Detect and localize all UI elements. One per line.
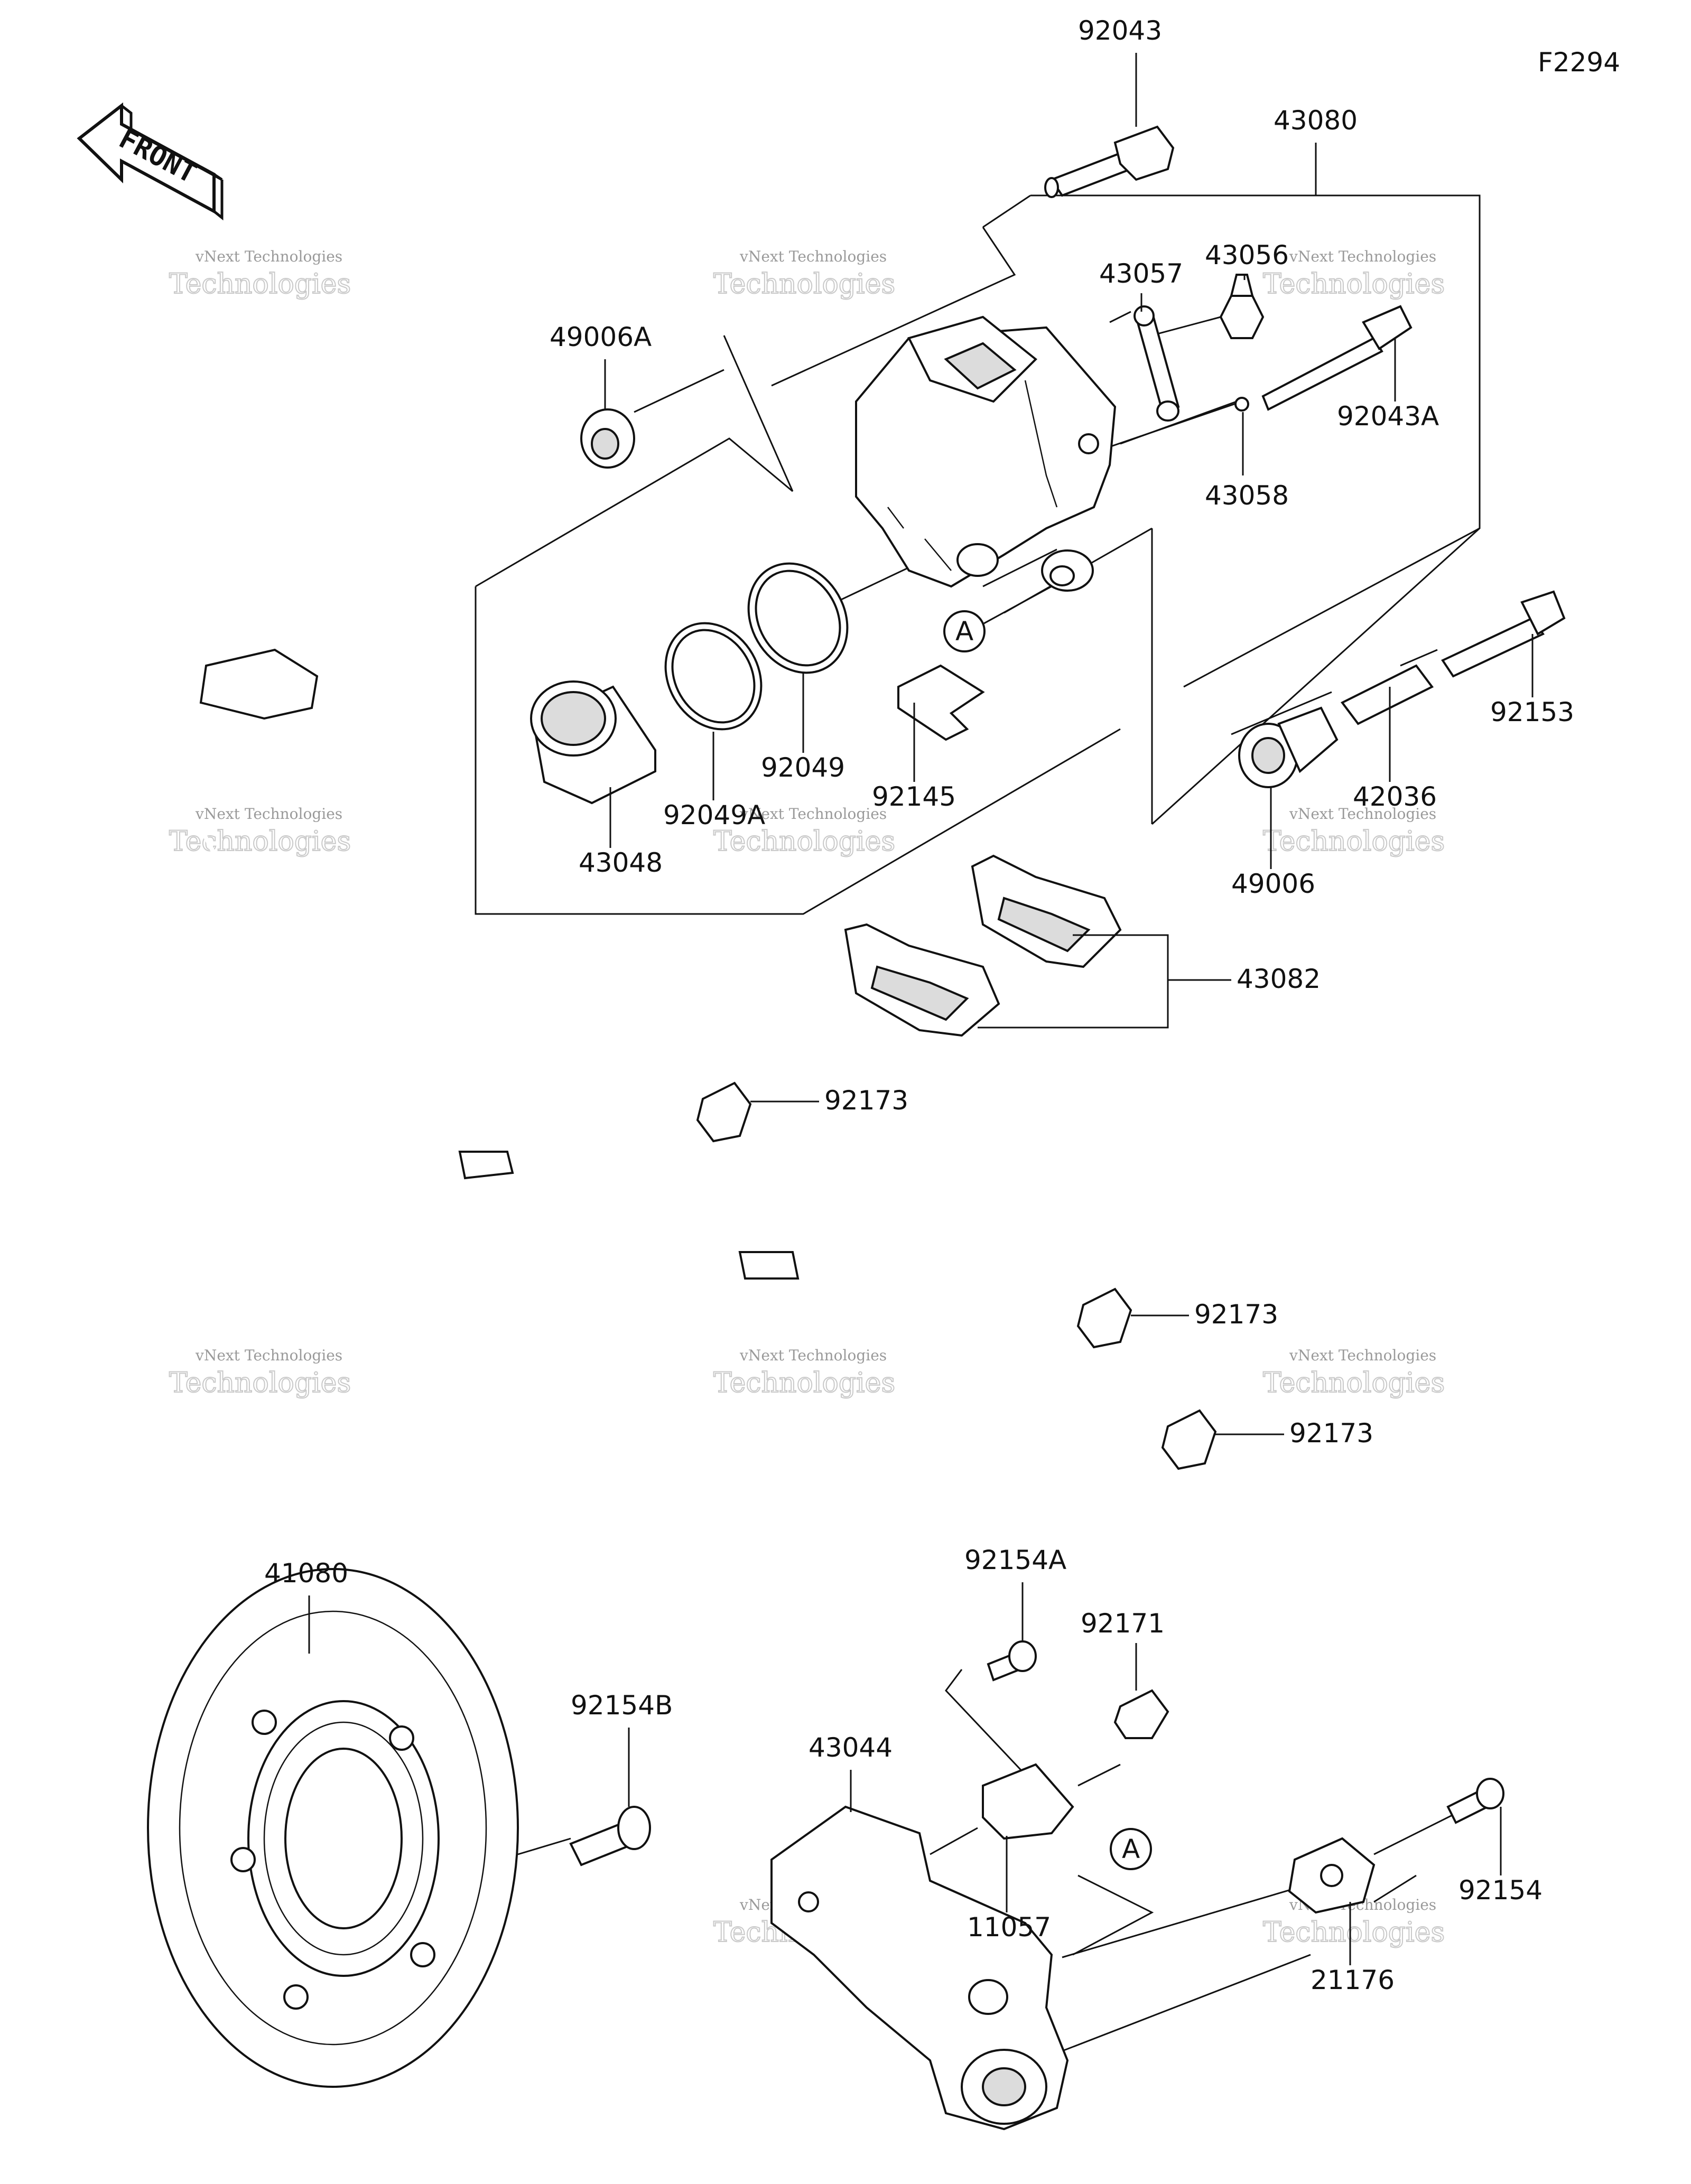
sleeve-part (1340, 664, 1434, 725)
part-label-92049A: 92049A (663, 800, 765, 830)
watermark-text: Technologies (713, 826, 895, 857)
bleeder-valve-part (1219, 274, 1265, 339)
abs-sensor-part (1288, 1837, 1376, 1914)
sensor-bolt-part (1446, 1778, 1504, 1824)
leader-lines (517, 227, 1470, 2056)
part-label-49006: 49006 (1231, 869, 1315, 899)
dust-seal-part (664, 622, 763, 731)
piston-part (530, 680, 656, 805)
watermark-text: vNext Technologies (195, 1347, 342, 1364)
part-label-92154: 92154 (1458, 1875, 1543, 1906)
part-label-92145: 92145 (872, 781, 956, 812)
part-label-43048: 43048 (579, 847, 663, 878)
part-label-92049: 92049 (761, 752, 845, 783)
hose-clamp-part (1076, 1287, 1132, 1349)
brake-pads-part (844, 854, 1122, 1037)
watermark-text: vNext Technologies (1289, 248, 1436, 265)
part-label-43082: 43082 (1237, 964, 1321, 994)
mounting-bolt-part (1441, 590, 1566, 678)
part-label-92154A: 92154A (964, 1545, 1066, 1575)
part-label-43057: 43057 (1099, 258, 1183, 289)
part-label-92043: 92043 (1078, 15, 1162, 46)
part-label-43056: 43056 (1205, 240, 1289, 270)
watermark-text: vNext Technologies (739, 1347, 887, 1364)
brake-disc-part (147, 1568, 519, 2088)
hose-clamp-part (1161, 1409, 1217, 1470)
reference-marker-a: A (943, 585, 1052, 652)
watermark-text: vNext Technologies (739, 805, 887, 823)
part-label-41080: 41080 (264, 1558, 348, 1589)
watermark-text: Technologies (713, 268, 895, 300)
part-label-92043A: 92043A (1337, 401, 1439, 432)
watermark-text: Technologies (169, 1367, 351, 1399)
svg-text:A: A (1122, 1834, 1140, 1864)
abs-sensor-cable-part (71, 611, 1355, 1892)
watermark-text: Technologies (169, 826, 351, 857)
caliper-body-part (855, 315, 1117, 592)
watermark-text: Technologies (1263, 1367, 1445, 1399)
watermark-text: Technologies (169, 268, 351, 300)
watermark-text: vNext Technologies (195, 248, 342, 265)
watermark-text: vNext Technologies (739, 248, 887, 265)
watermark-text: Technologies (713, 1367, 895, 1399)
dust-boot-part (1238, 706, 1339, 788)
watermark-text: Technologies (1263, 1917, 1445, 1948)
caliper-bracket-part (770, 1805, 1069, 2131)
reference-marker-a: A (1110, 1828, 1152, 1870)
hose-clamp-part (696, 1081, 752, 1143)
watermark-text: vNext Technologies (1289, 1347, 1436, 1364)
pin-bolt-part (1044, 125, 1175, 198)
piston-seal-part (747, 562, 849, 674)
bleeder-cap-part (1133, 305, 1180, 422)
part-label-92153: 92153 (1490, 697, 1574, 727)
part-label-42036: 42036 (1353, 781, 1437, 812)
bracket-bolt-small-part (987, 1640, 1037, 1682)
part-label-11057: 11057 (967, 1912, 1051, 1943)
part-label-21176: 21176 (1311, 1965, 1395, 1995)
figure-code: F2294 (1538, 47, 1620, 78)
watermark-text: Technologies (1263, 268, 1445, 300)
part-label-43044: 43044 (809, 1732, 893, 1763)
pad-spring-part (897, 664, 985, 741)
part-label-92154B: 92154B (571, 1690, 673, 1721)
part-labels: 92043 43080 43057 43056 49006A 92043A 43… (264, 15, 1574, 1995)
disc-bolt-part (569, 1806, 651, 1866)
watermark-text: Technologies (1263, 826, 1445, 857)
svg-text:A: A (955, 616, 973, 647)
watermark-text: vNext Technologies (1289, 805, 1436, 823)
part-label-49006A: 49006A (550, 322, 652, 352)
part-label-92173: 92173 (1289, 1418, 1373, 1449)
dust-boot-small-part (580, 408, 635, 469)
bleeder-ball-part (1234, 397, 1249, 412)
part-label-92171: 92171 (1081, 1608, 1165, 1639)
part-label-43080: 43080 (1274, 105, 1358, 136)
sensor-clamp-part (1113, 1689, 1169, 1739)
part-label-43058: 43058 (1205, 480, 1289, 511)
front-arrow-icon: FRONT (77, 102, 224, 221)
part-label-92173: 92173 (824, 1085, 908, 1116)
slide-pin-part (1261, 305, 1413, 411)
part-label-92173: 92173 (1194, 1299, 1278, 1330)
small-bracket-part (982, 1763, 1074, 1840)
watermark-text: vNext Technologies (195, 805, 342, 823)
